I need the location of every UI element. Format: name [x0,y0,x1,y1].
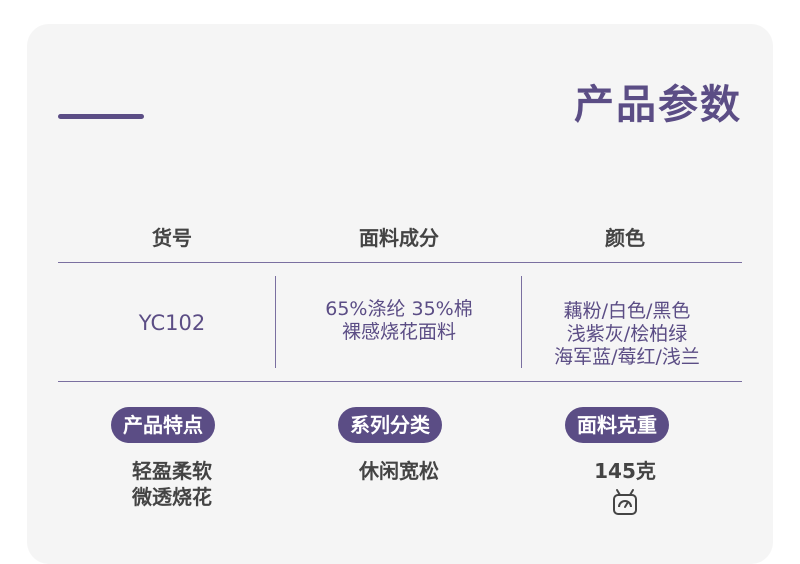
accent-line [58,114,144,119]
feature-label-characteristics: 产品特点 [111,407,215,443]
params-card [27,24,773,564]
color-line: 浅紫灰/桧柏绿 [566,323,688,345]
feature-label-weight: 面料克重 [565,407,669,443]
scale-icon [613,489,637,515]
feature-label-series: 系列分类 [338,407,442,443]
feature-line: 145克 [594,459,656,483]
color-line: 海军蓝/莓红/浅兰 [554,346,700,368]
page-title: 产品参数 [574,82,742,128]
column-divider-2 [521,276,522,368]
fabric-cell: 65%涤纶 35%棉 裸感烧花面料 [289,298,509,344]
sku-value: YC102 [138,311,206,335]
header-fabric: 面料成分 [359,226,439,250]
feature-line: 休闲宽松 [359,459,439,483]
feature-value-characteristics: 轻盈柔软 微透烧花 [72,458,272,510]
fabric-line: 65%涤纶 35%棉 [325,298,473,320]
colors-cell: 藕粉/白色/黑色 浅紫灰/桧柏绿 海军蓝/莓红/浅兰 [527,300,727,369]
table-top-divider [58,262,742,263]
column-divider-1 [275,276,276,368]
table-bottom-divider [58,381,742,382]
color-line: 藕粉/白色/黑色 [563,300,691,322]
feature-line: 微透烧花 [132,485,212,509]
feature-line: 轻盈柔软 [132,459,212,483]
feature-value-series: 休闲宽松 [299,458,499,484]
feature-value-weight: 145克 [525,458,725,484]
header-color: 颜色 [605,226,645,250]
header-sku: 货号 [152,226,192,250]
fabric-line: 裸感烧花面料 [341,321,456,343]
